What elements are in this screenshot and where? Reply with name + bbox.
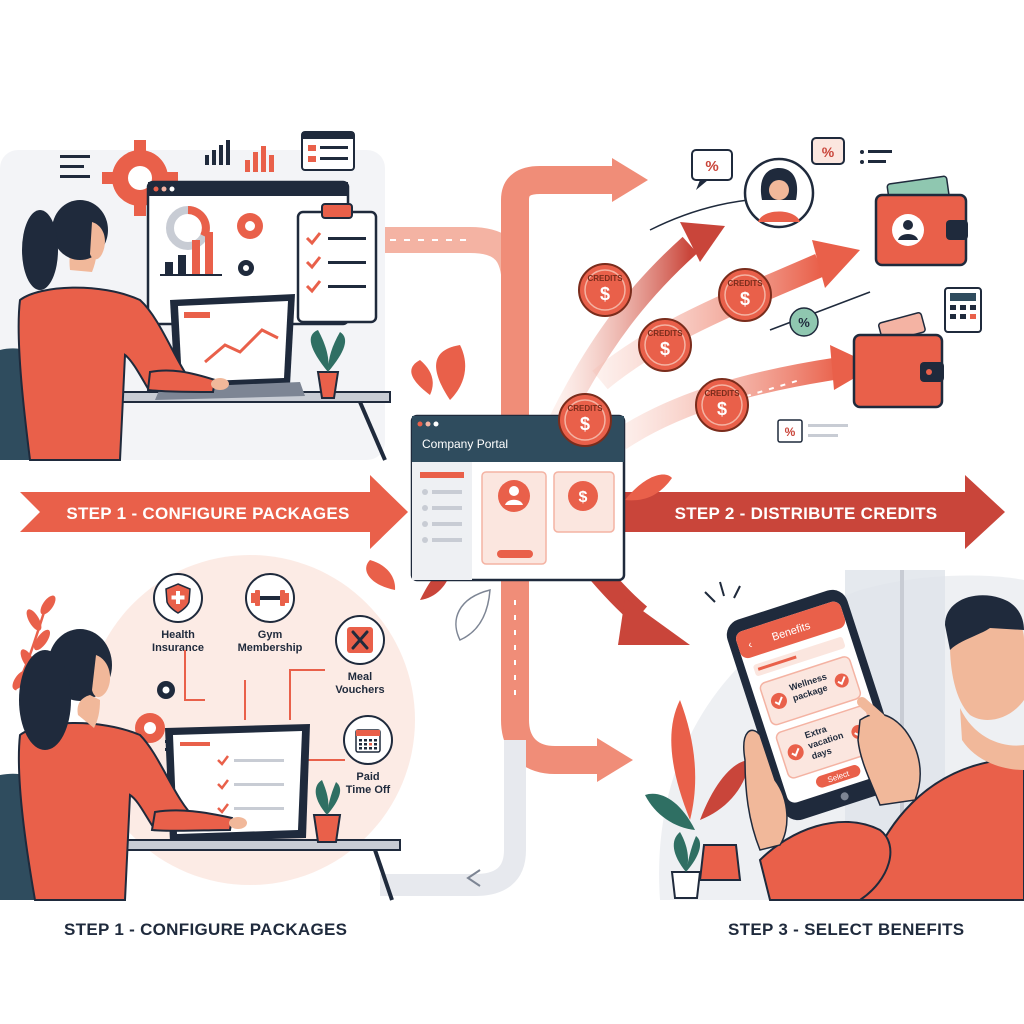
credit-coins: CREDITS$CREDITS$CREDITS$CREDITS$CREDITS$	[558, 263, 772, 447]
percent-badge-icon: %	[811, 137, 845, 165]
wallet-icon	[852, 312, 944, 409]
coin-label: CREDITS	[567, 404, 603, 413]
step2-banner: STEP 2 - DISTRIBUTE CREDITS	[600, 475, 1005, 549]
check-icon	[787, 744, 804, 761]
coin-symbol: $	[580, 414, 590, 434]
hands	[743, 697, 921, 851]
recipients-area: % %	[691, 137, 982, 443]
credit-coin-icon: CREDITS$	[558, 393, 612, 447]
mini-window-icon	[301, 131, 355, 171]
back-icon[interactable]: ‹	[747, 639, 755, 652]
coin-label: CREDITS	[704, 389, 740, 398]
credit-coin-icon: CREDITS$	[718, 268, 772, 322]
coin-label: CREDITS	[647, 329, 683, 338]
step2-banner-label: STEP 2 - DISTRIBUTE CREDITS	[675, 504, 938, 523]
svg-text:%: %	[705, 158, 718, 175]
calculator-icon	[944, 287, 982, 333]
woman-figure-top	[17, 200, 229, 461]
desk	[99, 839, 401, 851]
credit-coin-icon: CREDITS$	[695, 378, 749, 432]
gear-icon	[237, 213, 263, 239]
plant-icon	[312, 780, 342, 843]
gear-icon	[238, 260, 254, 276]
caption-step3: STEP 3 - SELECT BENEFITS	[728, 920, 965, 939]
coin-symbol: $	[600, 284, 610, 304]
benefit-option-card[interactable]	[759, 655, 862, 726]
gear-icon	[157, 681, 175, 699]
svg-text:$: $	[579, 489, 588, 506]
percent-badge-icon: %	[691, 149, 733, 190]
coin-symbol: $	[717, 399, 727, 419]
woman-figure-bottom	[17, 629, 247, 901]
credit-coin-icon: CREDITS$	[638, 318, 692, 372]
svg-text:%: %	[822, 144, 835, 160]
flow-arrows	[380, 158, 875, 896]
credit-coin-icon: CREDITS$	[578, 263, 632, 317]
coin-symbol: $	[660, 339, 670, 359]
list-icon	[860, 150, 892, 164]
smartphone: Benefits ‹ Wellness package	[726, 589, 904, 821]
check-icon	[834, 673, 849, 688]
wallet-user-icon	[874, 175, 968, 267]
man-figure	[758, 595, 1024, 901]
check-icon	[770, 692, 787, 709]
avatar-woman-icon	[743, 157, 815, 229]
svg-text:%: %	[785, 425, 796, 439]
coin-symbol: $	[740, 289, 750, 309]
portal-title: Company Portal	[422, 437, 508, 451]
percent-circle-icon: %	[789, 307, 819, 337]
motion-marks	[704, 581, 741, 603]
user-icon	[498, 480, 530, 512]
shield-plus-icon	[165, 583, 191, 614]
dumbbell-icon	[251, 590, 289, 606]
plant-icon	[310, 330, 346, 399]
scene-select-benefits: Benefits ‹ Wellness package	[645, 570, 1024, 901]
scene-configure-packages-top	[0, 131, 391, 461]
laptop	[155, 294, 305, 400]
fork-knife-icon	[347, 627, 373, 653]
step1-banner-label: STEP 1 - CONFIGURE PACKAGES	[66, 504, 349, 523]
coin-label: CREDITS	[587, 274, 623, 283]
caption-step1: STEP 1 - CONFIGURE PACKAGES	[64, 920, 348, 939]
company-portal-window: Company Portal $	[410, 414, 626, 582]
coin-label: CREDITS	[727, 279, 763, 288]
small-plant-icon	[670, 832, 702, 899]
bar-chart-icon	[245, 146, 274, 172]
percent-tag-icon: %	[777, 419, 848, 443]
desk-leg	[358, 401, 387, 461]
bar-chart-icon	[160, 232, 222, 276]
calendar-icon	[355, 729, 381, 753]
checklist-clipboard	[296, 203, 378, 324]
list-icon	[60, 155, 90, 178]
bar-chart-icon	[205, 140, 230, 165]
dollar-icon: $	[568, 481, 598, 511]
gear-icon	[135, 713, 165, 743]
step1-banner: STEP 1 - CONFIGURE PACKAGES	[20, 475, 408, 549]
plant-icon	[645, 700, 750, 881]
desk-leg	[373, 849, 394, 901]
select-button[interactable]	[814, 764, 861, 790]
svg-text:%: %	[798, 315, 810, 330]
